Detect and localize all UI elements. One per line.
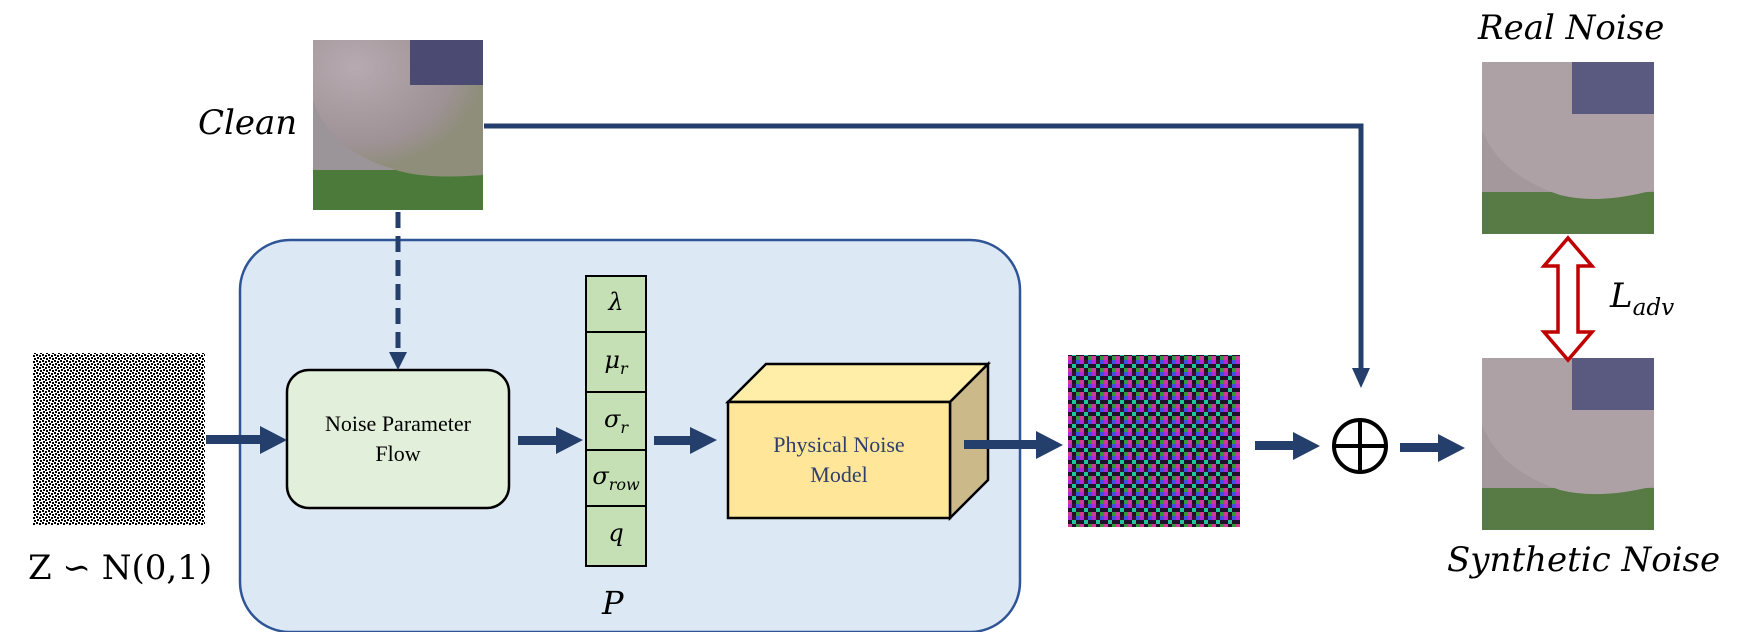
- model-line-1: Physical Noise: [773, 432, 905, 457]
- parameter-stack: [585, 275, 647, 567]
- arrow-params-to-model: [654, 427, 717, 454]
- generated-noise-image: [1068, 355, 1240, 527]
- clean-image: [313, 40, 483, 210]
- arrow-plus-to-synthetic: [1400, 434, 1465, 462]
- arrow-flow-to-params: [518, 427, 583, 454]
- arrow-clean-to-plus: [484, 123, 1370, 388]
- param-lambda: λ: [586, 288, 646, 316]
- arrow-model-to-noise: [964, 431, 1063, 459]
- arrow-noise-to-plus: [1255, 432, 1320, 460]
- param-sigma-r-main: σ: [603, 405, 621, 433]
- param-sigma-r: σr: [586, 405, 646, 437]
- param-mu-main: μ: [604, 346, 620, 374]
- plus-operator-icon: [1332, 418, 1388, 474]
- param-q-main: q: [608, 519, 624, 547]
- param-q: q: [586, 519, 646, 547]
- latent-noise-image: [33, 353, 205, 525]
- param-lambda-main: λ: [608, 288, 624, 316]
- parameter-set-label: P: [602, 584, 624, 622]
- real-noise-label: Real Noise: [1478, 8, 1665, 48]
- physical-noise-model-box: [724, 360, 992, 522]
- param-sigma-row: σrow: [586, 462, 646, 494]
- param-sigma-r-sub: r: [620, 417, 629, 437]
- latent-distribution-label: Z ∽ N(0,1): [28, 548, 213, 588]
- noise-parameter-flow-text: Noise Parameter Flow: [287, 409, 509, 469]
- param-mu-r: μr: [586, 346, 646, 378]
- loss-sub: adv: [1632, 295, 1675, 322]
- flow-line-2: Flow: [375, 441, 421, 466]
- physical-noise-model-text: Physical Noise Model: [728, 430, 950, 490]
- synthetic-noise-image: [1482, 358, 1654, 530]
- arrow-latent-to-flow: [206, 426, 287, 454]
- real-noise-image: [1482, 62, 1654, 234]
- synthetic-noise-label: Synthetic Noise: [1447, 540, 1721, 580]
- loss-main: L: [1610, 276, 1633, 316]
- model-line-2: Model: [810, 462, 868, 487]
- adversarial-loss-label: Ladv: [1610, 276, 1674, 321]
- adversarial-loss-arrow: [1540, 235, 1596, 363]
- param-sigma-row-main: σ: [592, 462, 609, 490]
- param-mu-sub: r: [619, 358, 628, 378]
- flow-line-1: Noise Parameter: [325, 411, 471, 436]
- clean-label: Clean: [198, 103, 298, 143]
- param-sigma-row-sub: row: [608, 474, 640, 494]
- arrow-clean-to-flow-dashed: [389, 212, 407, 370]
